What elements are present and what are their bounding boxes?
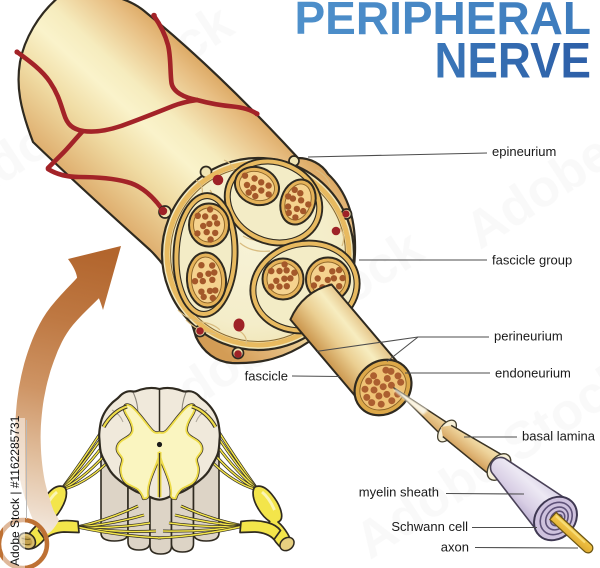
- svg-text:fascicle: fascicle: [245, 369, 288, 384]
- svg-text:PERIPHERAL: PERIPHERAL: [295, 0, 592, 44]
- svg-text:myelin sheath: myelin sheath: [359, 485, 439, 500]
- svg-text:endoneurium: endoneurium: [495, 366, 571, 381]
- svg-text:epineurium: epineurium: [492, 144, 556, 159]
- svg-text:Adobe Stock | #1162285731: Adobe Stock | #1162285731: [8, 415, 22, 566]
- svg-text:perineurium: perineurium: [494, 329, 563, 344]
- svg-text:axon: axon: [441, 540, 469, 555]
- svg-text:basal lamina: basal lamina: [522, 429, 596, 444]
- svg-text:fascicle group: fascicle group: [492, 253, 572, 268]
- svg-text:Schwann cell: Schwann cell: [391, 519, 468, 534]
- svg-text:NERVE: NERVE: [435, 32, 592, 89]
